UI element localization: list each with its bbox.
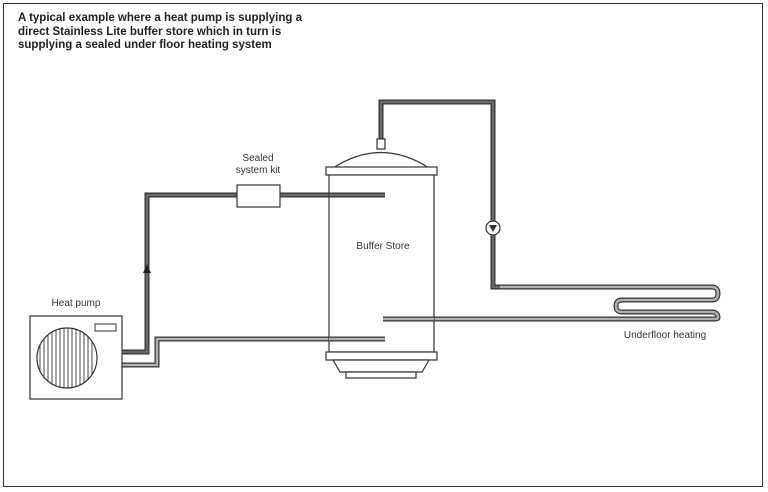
circulating-pump-icon — [485, 220, 501, 236]
underfloor-heating-label: Underfloor heating — [624, 330, 706, 341]
buffer-store — [325, 138, 438, 379]
sealed-system-kit — [236, 184, 281, 208]
store-pipe-stubs — [329, 192, 434, 342]
buffer-store-label: Buffer Store — [356, 241, 410, 252]
heat-pump-return-pipe — [122, 336, 385, 368]
ufh-flow-pipe — [378, 99, 500, 290]
heat-pump-label: Heat pump — [52, 298, 101, 309]
sealed-kit-label-line-2: system kit — [236, 165, 281, 176]
diagram-caption: A typical example where a heat pump is s… — [18, 12, 348, 53]
heat-pump-unit — [29, 315, 123, 400]
caption-line-1: A typical example where a heat pump is s… — [18, 12, 302, 24]
caption-line-2: direct Stainless Lite buffer store which… — [18, 25, 282, 38]
caption-line-3: supplying a sealed under floor heating s… — [18, 39, 272, 51]
underfloor-coil — [383, 284, 721, 322]
flow-direction-arrow-icon — [143, 264, 151, 273]
sealed-kit-label-line-1: Sealed — [242, 153, 273, 164]
